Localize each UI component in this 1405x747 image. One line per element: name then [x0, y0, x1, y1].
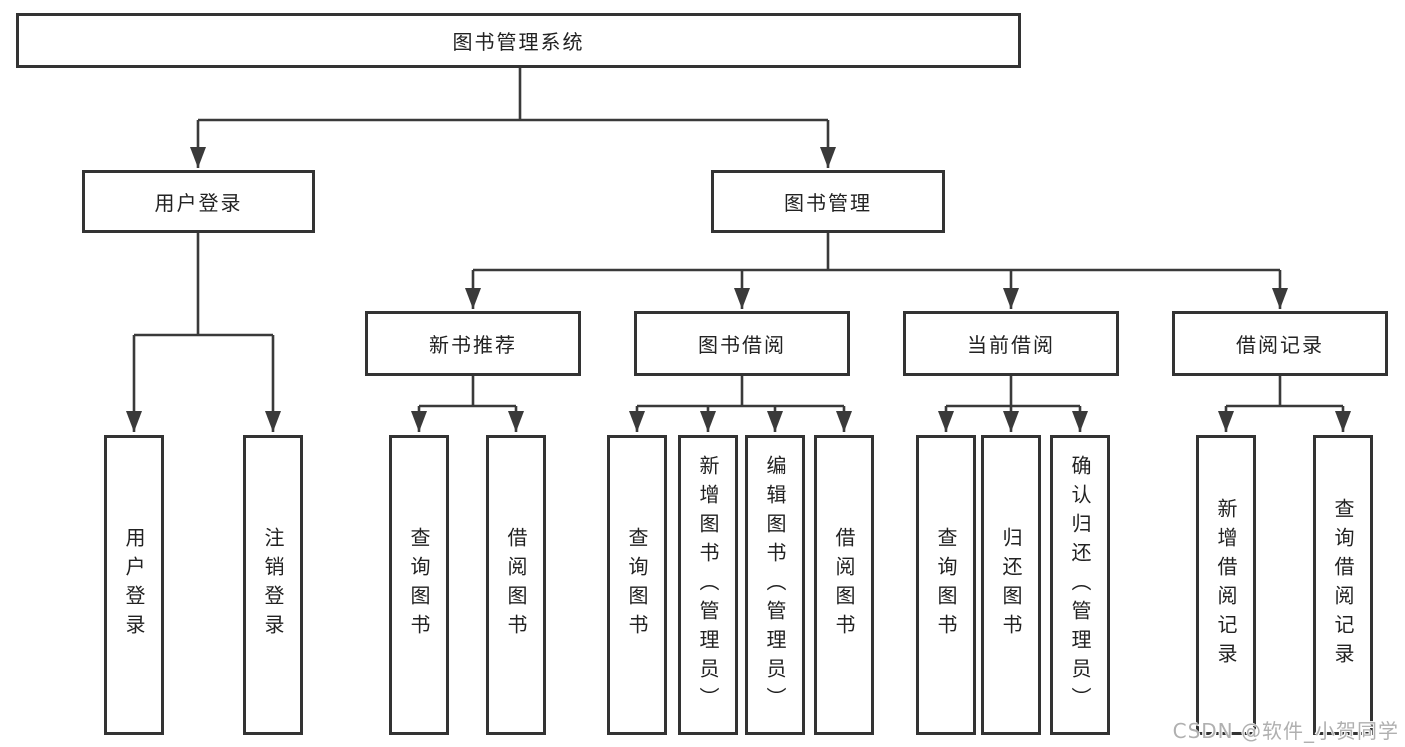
- leaf-borrow-query-book-label: 查询图书: [625, 527, 649, 643]
- node-current-borrow: 当前借阅: [903, 311, 1119, 376]
- leaf-query-borrow-record: 查询借阅记录: [1313, 435, 1373, 735]
- leaf-logout-label: 注销登录: [261, 527, 285, 643]
- connector-borrow-records-children: [1218, 376, 1351, 432]
- leaf-confirm-return-admin-label: 确认归还（管理员）: [1068, 454, 1092, 716]
- node-borrow-records-label: 借阅记录: [1236, 333, 1324, 357]
- node-current-borrow-label: 当前借阅: [967, 333, 1055, 357]
- node-book-management-label: 图书管理: [784, 191, 872, 215]
- leaf-borrow-query-book: 查询图书: [607, 435, 667, 735]
- leaf-recommend-query-book-label: 查询图书: [407, 527, 431, 643]
- node-book-management: 图书管理: [711, 170, 945, 233]
- connector-current-borrow-children: [938, 376, 1088, 432]
- node-borrow-records: 借阅记录: [1172, 311, 1388, 376]
- leaf-current-query-book-label: 查询图书: [934, 527, 958, 643]
- leaf-edit-book-admin-label: 编辑图书（管理员）: [763, 454, 787, 716]
- leaf-add-book-admin: 新增图书（管理员）: [678, 435, 738, 735]
- node-user-login-label: 用户登录: [154, 191, 243, 215]
- connector-user-login-children: [126, 233, 281, 432]
- leaf-edit-book-admin: 编辑图书（管理员）: [745, 435, 805, 735]
- connector-book-management-to-level3: [465, 233, 1288, 309]
- leaf-add-borrow-record: 新增借阅记录: [1196, 435, 1256, 735]
- connector-new-book-children: [411, 376, 524, 432]
- leaf-return-book: 归还图书: [981, 435, 1041, 735]
- leaf-user-login-label: 用户登录: [122, 527, 146, 643]
- leaf-return-book-label: 归还图书: [999, 527, 1023, 643]
- leaf-recommend-query-book: 查询图书: [389, 435, 449, 735]
- leaf-query-borrow-record-label: 查询借阅记录: [1331, 498, 1355, 672]
- node-user-login: 用户登录: [82, 170, 315, 233]
- leaf-recommend-borrow-book: 借阅图书: [486, 435, 546, 735]
- leaf-user-login: 用户登录: [104, 435, 164, 735]
- csdn-watermark: CSDN @软件_小贺同学: [1172, 719, 1399, 743]
- leaf-confirm-return-admin: 确认归还（管理员）: [1050, 435, 1110, 735]
- leaf-recommend-borrow-book-label: 借阅图书: [504, 527, 528, 643]
- connector-book-borrow-children: [629, 376, 852, 432]
- node-new-book-recommend-label: 新书推荐: [429, 333, 517, 357]
- node-library-system: 图书管理系统: [16, 13, 1021, 68]
- leaf-add-borrow-record-label: 新增借阅记录: [1214, 498, 1238, 672]
- leaf-logout: 注销登录: [243, 435, 303, 735]
- leaf-current-query-book: 查询图书: [916, 435, 976, 735]
- connector-root-to-level2: [190, 68, 836, 168]
- node-book-borrow-label: 图书借阅: [698, 333, 786, 357]
- leaf-borrow-book: 借阅图书: [814, 435, 874, 735]
- node-library-system-label: 图书管理系统: [452, 30, 585, 54]
- leaf-borrow-book-label: 借阅图书: [832, 527, 856, 643]
- leaf-add-book-admin-label: 新增图书（管理员）: [696, 454, 720, 716]
- node-new-book-recommend: 新书推荐: [365, 311, 581, 376]
- node-book-borrow: 图书借阅: [634, 311, 850, 376]
